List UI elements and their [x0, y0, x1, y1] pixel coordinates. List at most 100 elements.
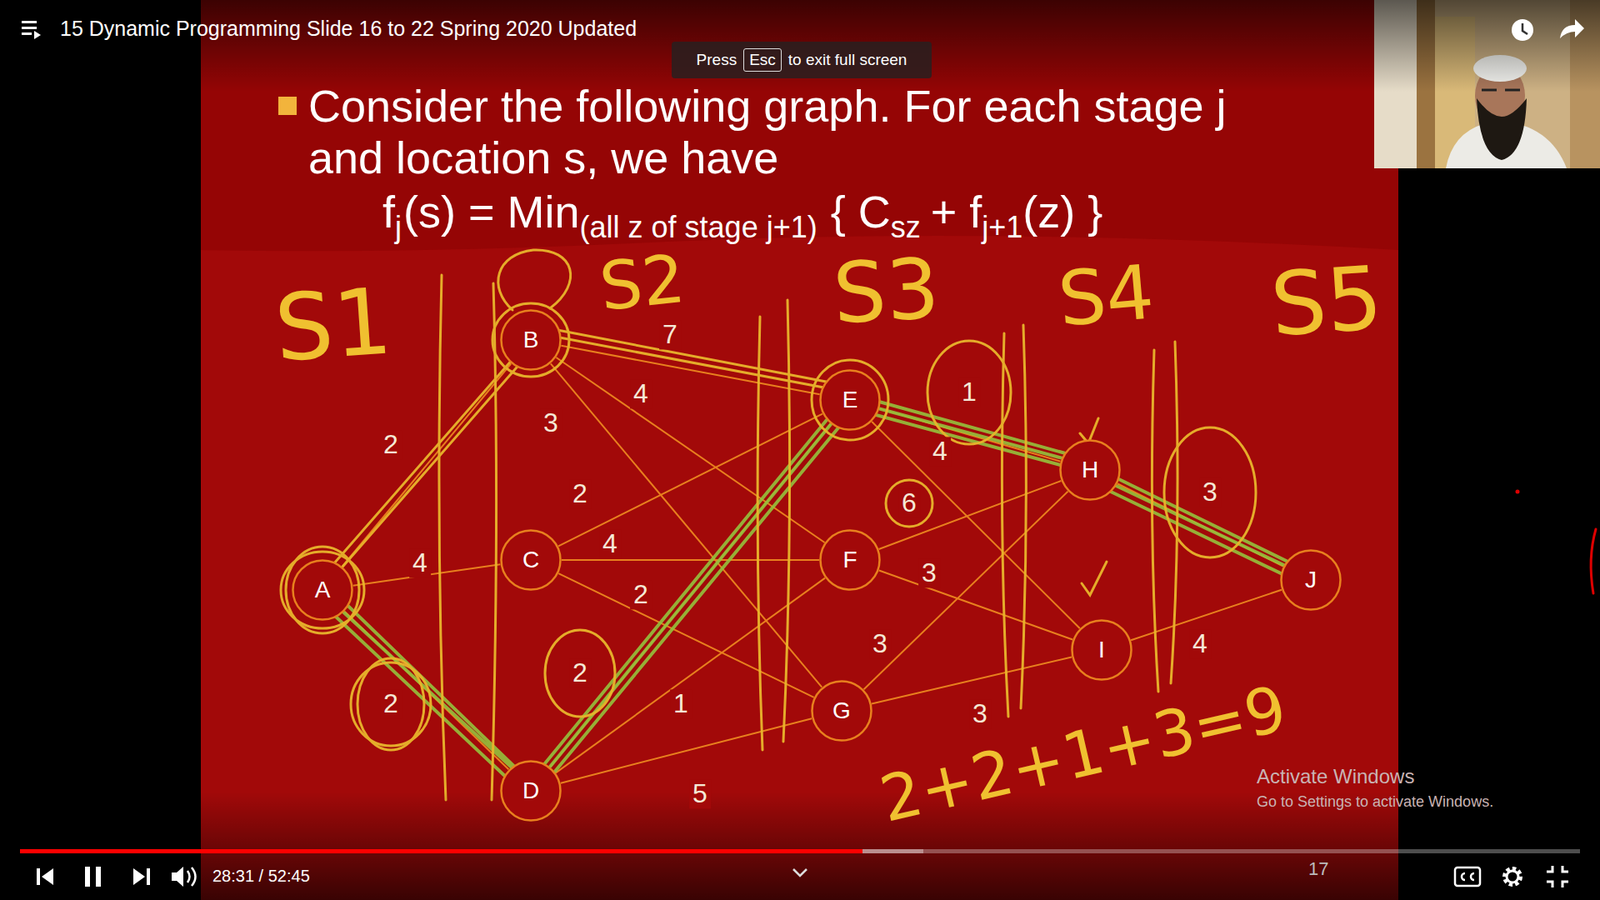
- slide-bullet-text: Consider the following graph. For each s…: [308, 80, 1267, 184]
- node-letter: I: [1098, 638, 1105, 662]
- edge-weight: 3: [869, 629, 891, 659]
- stage-label: S1: [271, 275, 395, 375]
- node-letter: E: [842, 388, 859, 412]
- edge-weight: 4: [1189, 629, 1211, 659]
- highlight-b-e: [537, 326, 846, 392]
- slide-background: [200, 0, 1399, 900]
- edge-weight: 5: [689, 779, 711, 809]
- highlight-a-d: [321, 590, 534, 794]
- edge-weight: 2: [569, 658, 591, 688]
- edge-weight: 6: [898, 488, 920, 518]
- formula-subscript: (all z of stage j+1): [580, 210, 818, 245]
- stage-label: S5: [1268, 254, 1385, 350]
- edge-weight: 2: [380, 689, 402, 719]
- toast-text: Press: [696, 50, 738, 70]
- highlight-a-b: [316, 345, 534, 585]
- edge-weight: 1: [670, 689, 692, 719]
- stage-node: I: [1070, 619, 1133, 681]
- edge-weight: 2: [630, 580, 652, 610]
- highlight-d-e: [530, 401, 852, 788]
- pause-icon: [85, 866, 101, 887]
- edge-weight: 3: [540, 408, 562, 438]
- node-letter: H: [1081, 458, 1099, 482]
- edge-line: [558, 414, 823, 547]
- edge-weight: 4: [599, 529, 621, 559]
- edge-weight: 7: [659, 320, 681, 350]
- node-outline: [811, 680, 871, 740]
- circle-a: [285, 546, 360, 634]
- stage-node: B: [500, 309, 562, 371]
- edge-weight: 4: [409, 548, 431, 578]
- clock-hand: [1522, 23, 1528, 35]
- webcam-beard: [1476, 98, 1527, 160]
- settings-gear-ring: [1506, 870, 1519, 883]
- captions-icon: [1455, 867, 1480, 886]
- stage-node: J: [1280, 549, 1342, 611]
- circle-weight: [885, 480, 933, 527]
- formula-subscript: j+1: [981, 210, 1023, 245]
- stage-divider: [1151, 341, 1178, 692]
- circle-b: [492, 303, 570, 377]
- stage-node: C: [500, 529, 562, 591]
- node-letter: B: [523, 328, 540, 352]
- stage-label: S4: [1055, 254, 1157, 338]
- top-shade: [0, 0, 1600, 92]
- scribble-loop: [498, 250, 571, 310]
- node-letter: D: [522, 779, 540, 803]
- edge-line: [871, 656, 1072, 704]
- node-letter: C: [522, 548, 540, 572]
- node-letter: J: [1305, 568, 1317, 592]
- playlist-line: [21, 20, 37, 24]
- progress-played: [20, 849, 863, 854]
- stage-divider: [439, 275, 497, 800]
- recurrence-formula: fj(s) = Min(all z of stage j+1){ Csz+ fj…: [382, 185, 1103, 245]
- circle-e: [811, 360, 889, 440]
- formula-subscript: sz: [890, 210, 921, 245]
- volume-waves: [187, 867, 196, 886]
- time-display: 28:31 / 52:45: [212, 866, 310, 886]
- edge-weight: 2: [380, 430, 402, 460]
- stage-node: A: [291, 559, 354, 621]
- edge-line: [555, 357, 825, 543]
- edge-weight: 4: [630, 379, 652, 409]
- stage-divider: [757, 300, 790, 750]
- red-ink-mark: [1590, 529, 1596, 594]
- formula-subscript: j: [395, 210, 402, 245]
- playlist-line: [21, 32, 32, 35]
- volume-icon: [171, 866, 184, 887]
- next-icon: [133, 868, 150, 885]
- node-outline: [1060, 440, 1120, 500]
- node-outline: [500, 310, 560, 370]
- edge-line: [342, 363, 512, 566]
- formula-text: (z) }: [1022, 186, 1103, 237]
- exit-fullscreen-icon: [1546, 865, 1569, 888]
- node-letter: A: [315, 578, 331, 602]
- circle-weight: [545, 630, 615, 717]
- edge-weight: 4: [929, 436, 951, 466]
- stage-node: H: [1059, 439, 1121, 501]
- windows-watermark: Activate Windows: [1256, 765, 1415, 789]
- formula-text: f: [382, 186, 395, 237]
- edge-weight: 3: [969, 699, 991, 729]
- circle-weight: [357, 658, 425, 750]
- bottom-shade: [0, 791, 1600, 900]
- stage-node: F: [819, 529, 881, 591]
- playlist-icon: [21, 20, 41, 40]
- circle-weight: [350, 662, 431, 746]
- node-outline: [500, 530, 560, 590]
- node-outline: [1071, 620, 1131, 680]
- node-letter: F: [842, 548, 857, 572]
- red-ink-dot: [1515, 490, 1520, 495]
- highlight-h-j: [1090, 468, 1309, 584]
- edge-line: [560, 718, 812, 784]
- handwritten-sum: 2+2+1+3=9: [875, 676, 1293, 832]
- formula-text: { C: [830, 186, 891, 237]
- windows-watermark: Go to Settings to activate Windows.: [1256, 793, 1494, 811]
- playlist-play: [34, 30, 41, 40]
- settings-gear: [1505, 869, 1520, 885]
- playlist-line: [21, 26, 37, 30]
- progress-track: [923, 849, 1580, 854]
- node-outline: [292, 560, 352, 620]
- node-outline: [820, 530, 880, 590]
